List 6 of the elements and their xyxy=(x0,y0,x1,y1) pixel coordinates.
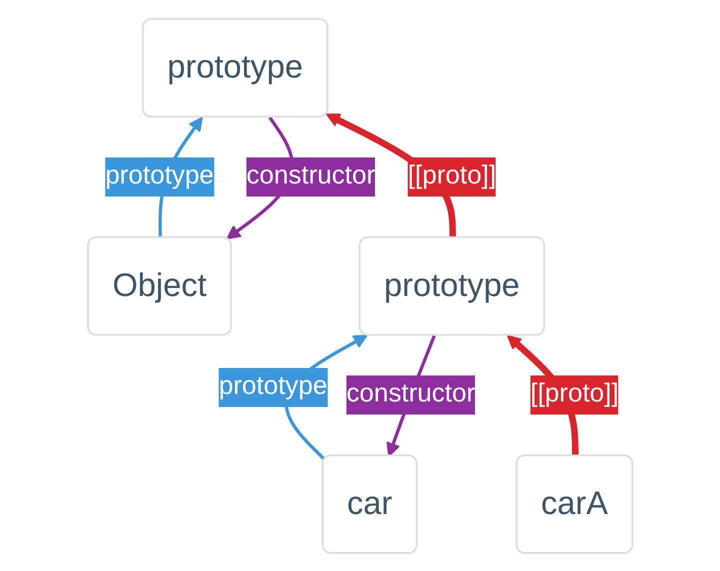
edge-label: [[proto]] xyxy=(530,380,618,408)
edge-label: constructor xyxy=(246,162,375,190)
edge-label: prototype xyxy=(218,372,328,400)
edge-label: prototype xyxy=(104,162,214,190)
edge-label: constructor xyxy=(346,380,475,408)
edge-label: [[proto]] xyxy=(408,162,496,190)
